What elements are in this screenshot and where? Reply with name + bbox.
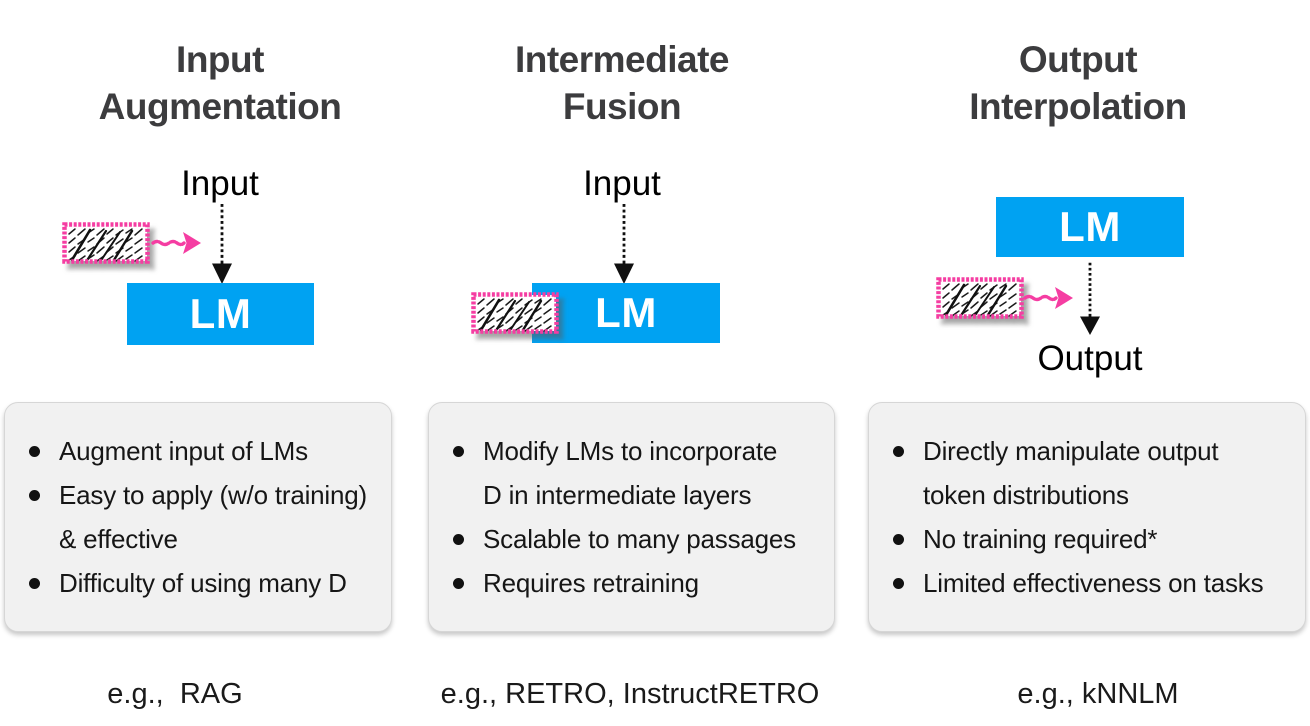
bullet-item: Limited effectiveness on tasks <box>889 561 1295 605</box>
down-arrow-icon <box>1075 261 1105 335</box>
title-line: Input <box>176 39 264 80</box>
down-arrow-icon <box>609 202 639 284</box>
title-line: Output <box>1018 39 1138 80</box>
retrieved-document-icon <box>471 292 559 334</box>
retrieved-document-icon <box>62 222 150 264</box>
column-title-input-augmentation: Input Augmentation <box>20 36 420 130</box>
title-line: Fusion <box>562 86 682 127</box>
bullet-item: Easy to apply (w/o training) & effective <box>25 473 381 561</box>
title-line: Interpolation <box>969 86 1187 127</box>
example-label-rag: e.g., RAG <box>107 678 243 710</box>
lm-box: LM <box>996 197 1184 257</box>
retrieved-document-icon <box>936 277 1024 319</box>
title-line: Intermediate <box>514 39 730 80</box>
pros-cons-box-output-interpolation: Directly manipulate output token distrib… <box>868 402 1306 632</box>
lm-box-label: LM <box>189 290 252 337</box>
bullet-item: Directly manipulate output token distrib… <box>889 429 1295 517</box>
column-title-output-interpolation: Output Interpolation <box>878 36 1278 130</box>
bullet-item: Requires retraining <box>449 561 824 605</box>
lm-box-label: LM <box>595 289 657 336</box>
lm-box: LM <box>127 283 314 345</box>
example-label-knnlm: e.g., kNNLM <box>1017 678 1179 710</box>
bullet-item: Difficulty of using many D <box>25 561 381 605</box>
example-label-retro: e.g., RETRO, InstructRETRO <box>440 678 820 710</box>
output-label: Output <box>1037 339 1143 378</box>
pink-arrow-icon <box>1023 283 1075 313</box>
column-title-intermediate-fusion: Intermediate Fusion <box>422 36 822 130</box>
down-arrow-icon <box>207 202 237 284</box>
pros-cons-box-intermediate-fusion: Modify LMs to incorporate D in intermedi… <box>428 402 835 632</box>
bullet-item: Scalable to many passages <box>449 517 824 561</box>
bullet-item: Modify LMs to incorporate D in intermedi… <box>449 429 824 517</box>
lm-box-label: LM <box>1059 203 1121 250</box>
pros-cons-box-input-augmentation: Augment input of LMs Easy to apply (w/o … <box>4 402 392 632</box>
input-label: Input <box>181 164 259 203</box>
input-label: Input <box>583 164 661 203</box>
pink-arrow-icon <box>151 228 203 258</box>
bullet-item: Augment input of LMs <box>25 429 381 473</box>
lm-box: LM <box>532 283 720 343</box>
bullet-item: No training required* <box>889 517 1295 561</box>
title-line: Augmentation <box>98 86 342 127</box>
